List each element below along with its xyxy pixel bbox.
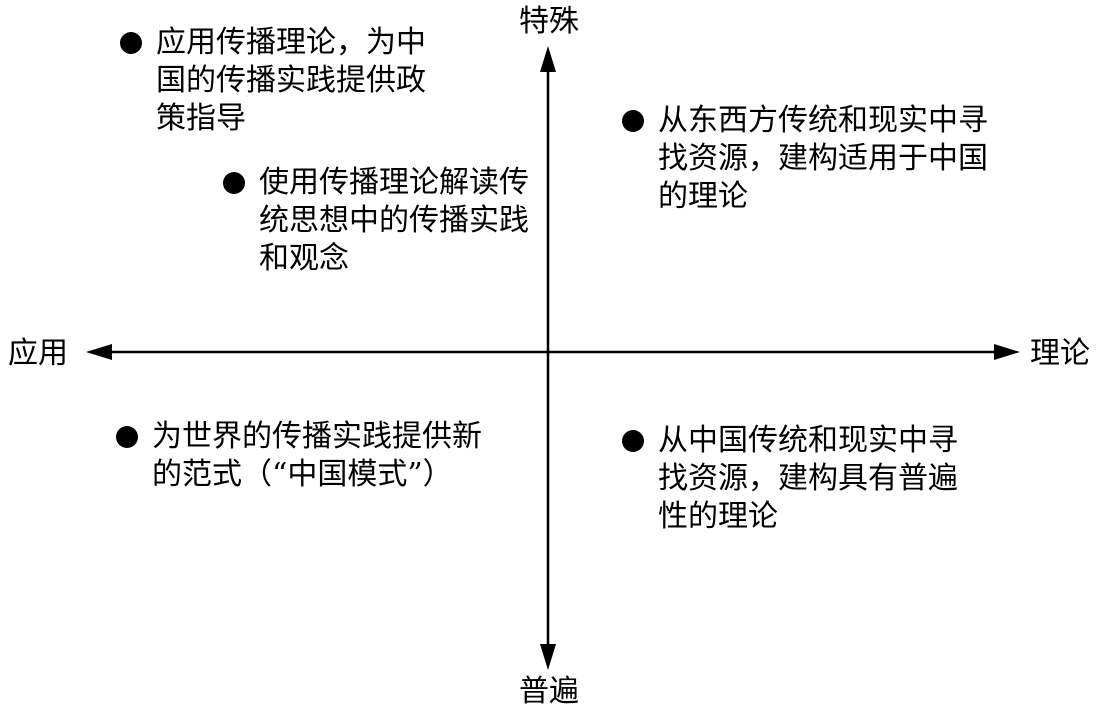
item-text: 从东西方传统和现实中寻找资源，建构适用于中国的理论 <box>658 103 988 214</box>
vertical-axis <box>540 46 556 670</box>
axis-label-left: 应用 <box>8 336 68 371</box>
axis-label-top: 特殊 <box>519 4 579 39</box>
bullet-icon <box>120 32 142 54</box>
quadrant-item-universal-theory: 从中国传统和现实中寻找资源，建构具有普遍性的理论 <box>622 422 966 536</box>
bullet-icon <box>622 430 644 452</box>
axis-label-bottom: 普遍 <box>519 674 579 709</box>
horizontal-axis <box>86 344 1020 360</box>
item-text: 应用传播理论，为中国的传播实践提供政策指导 <box>156 25 426 136</box>
bottom-arrowhead <box>540 644 556 670</box>
item-text: 使用传播理论解读传统思想中的传播实践和观念 <box>259 165 529 276</box>
item-text: 从中国传统和现实中寻找资源，建构具有普遍性的理论 <box>658 423 958 534</box>
left-arrowhead <box>86 344 112 360</box>
right-arrowhead <box>994 344 1020 360</box>
bullet-icon <box>622 110 644 132</box>
quadrant-item-build-china-theory: 从东西方传统和现实中寻找资源，建构适用于中国的理论 <box>622 102 1006 216</box>
quadrant-item-china-model: 为世界的传播实践提供新的范式（“中国模式”） <box>116 418 494 494</box>
top-arrowhead <box>540 46 556 72</box>
item-text: 为世界的传播实践提供新的范式（“中国模式”） <box>152 419 482 492</box>
axis-label-right: 理论 <box>1030 336 1090 371</box>
bullet-icon <box>223 172 245 194</box>
quadrant-item-apply-policy: 应用传播理论，为中国的传播实践提供政策指导 <box>120 24 430 138</box>
quadrant-item-interpret-tradition: 使用传播理论解读传统思想中的传播实践和观念 <box>223 164 533 278</box>
bullet-icon <box>116 426 138 448</box>
